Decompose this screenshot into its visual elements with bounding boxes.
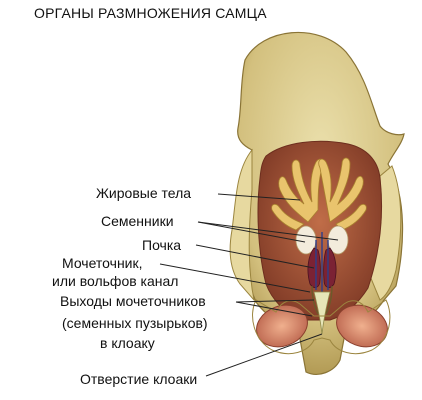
- label-cloaca-opening: Отверстие клоаки: [80, 371, 198, 387]
- label-ureter-line1: Мочеточник,: [62, 255, 143, 271]
- ureter-right: [325, 285, 333, 315]
- ureter-left: [311, 285, 319, 315]
- leader-exits-1: [235, 301, 313, 317]
- diagram-title: ОРГАНЫ РАЗМНОЖЕНИЯ САМЦА: [34, 5, 267, 21]
- label-fat-bodies: Жировые тела: [96, 185, 192, 201]
- leader-testes-2: [197, 221, 339, 241]
- leader-lines: [159, 193, 339, 377]
- skin-flap-left: [229, 148, 255, 302]
- label-exits-line3: в клоаку: [100, 335, 155, 351]
- blood-vessels: [315, 232, 329, 294]
- label-exits-line1: Выходы мочеточников: [60, 293, 206, 309]
- label-ureter-line2: или вольфов канал: [52, 273, 179, 289]
- kidney-left: [307, 247, 321, 288]
- leader-ureter: [159, 263, 311, 293]
- legs-skin: [252, 299, 391, 355]
- label-exits-line2: (семенных пузырьков): [62, 315, 208, 331]
- leader-testes-1: [197, 221, 306, 243]
- leader-cloaca-opening: [205, 333, 323, 377]
- cloaca: [313, 291, 331, 335]
- leader-exits-2: [235, 299, 315, 303]
- leader-fat-bodies: [217, 193, 301, 201]
- fat-bodies: [271, 157, 367, 231]
- label-testes: Семенники: [101, 213, 174, 229]
- kidney-right: [323, 247, 337, 288]
- leader-kidney: [195, 244, 315, 269]
- label-kidney: Почка: [142, 237, 182, 253]
